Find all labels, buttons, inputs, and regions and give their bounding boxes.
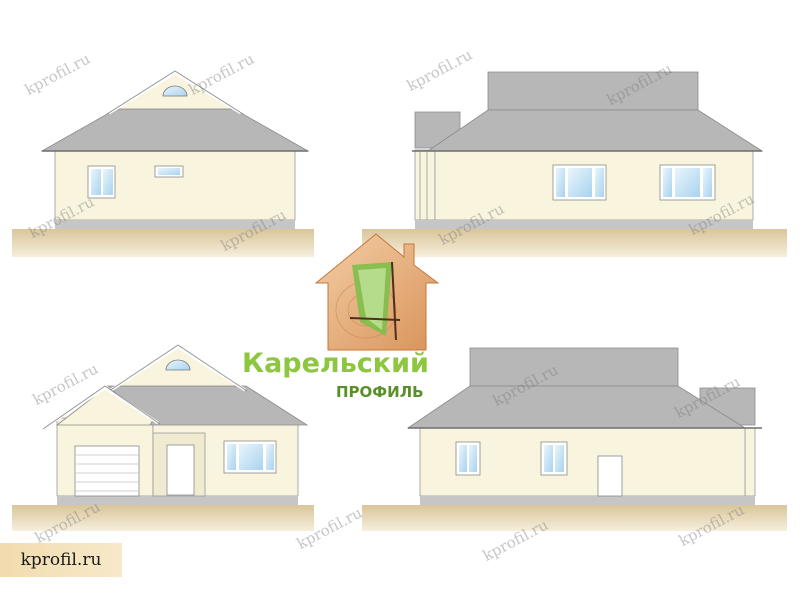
site-badge: kprofil.ru (0, 543, 122, 577)
garage-door (74, 445, 140, 497)
plinth (57, 496, 298, 505)
plinth (415, 220, 753, 229)
brand-name: Карельский (242, 348, 429, 379)
front-elevation (12, 70, 314, 257)
main-roof (426, 109, 764, 152)
rear-elevation (362, 347, 787, 531)
porch (744, 427, 756, 497)
window (223, 440, 277, 474)
ground-strip (12, 229, 314, 257)
window (87, 165, 116, 199)
plinth (55, 220, 295, 229)
hip-roof (40, 108, 310, 152)
ground-strip (362, 505, 787, 531)
window-triple-1 (552, 164, 607, 201)
main-roof (406, 385, 747, 429)
upper-roof (469, 347, 679, 387)
porch (414, 149, 436, 221)
brand-subtitle: ПРОФИЛЬ (336, 383, 424, 401)
left-elevation-with-garage (12, 344, 314, 531)
window-1 (455, 441, 481, 476)
plinth (420, 496, 755, 505)
attic-window (165, 359, 191, 371)
site-badge-text: kprofil.ru (20, 550, 102, 570)
window-2 (540, 441, 568, 476)
ground-strip (12, 505, 314, 531)
attic-window (162, 85, 188, 97)
upper-roof (487, 71, 699, 111)
right-elevation (362, 71, 787, 257)
window-triple-2 (659, 164, 716, 201)
small-window (154, 165, 184, 178)
brand-logo-icon (314, 233, 440, 351)
entry-door (166, 444, 195, 496)
ground-strip (362, 229, 787, 257)
rear-door (597, 455, 623, 497)
